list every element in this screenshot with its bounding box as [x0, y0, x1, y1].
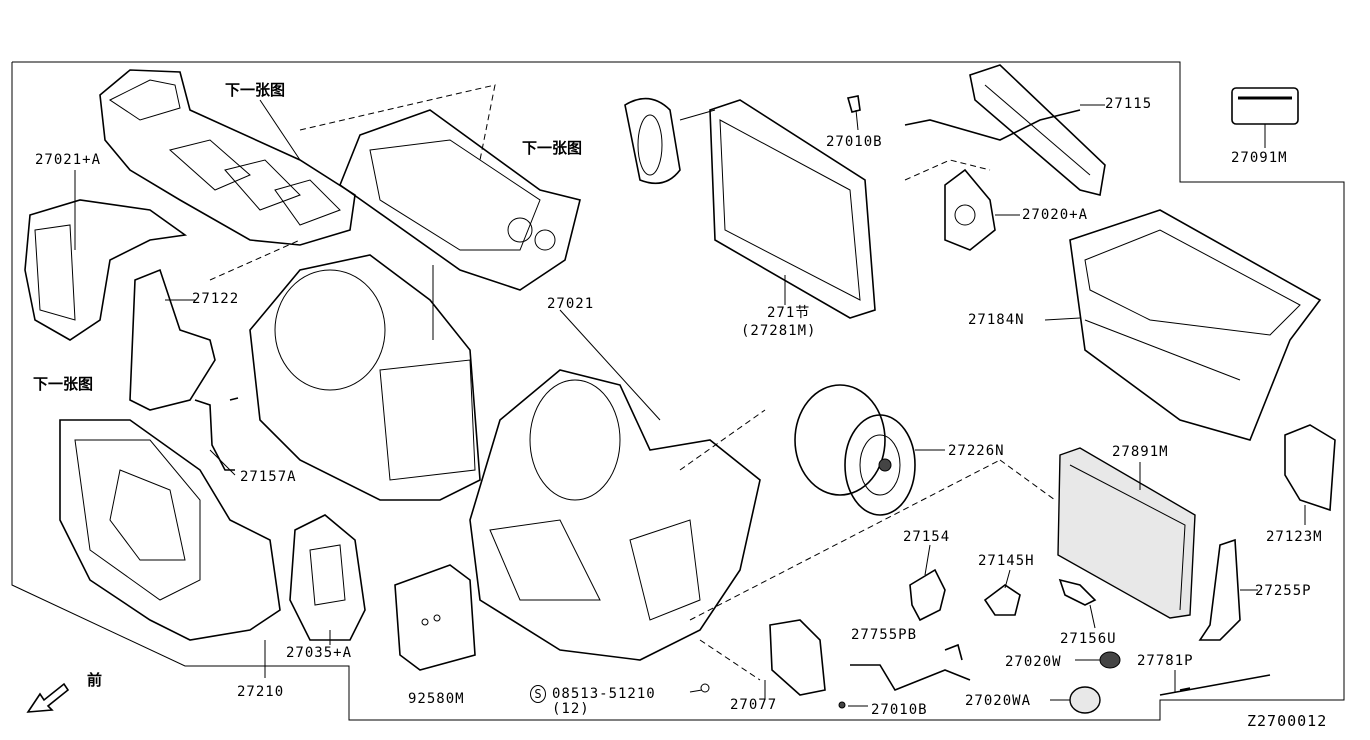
label-27281m: (27281M) [741, 323, 817, 339]
label-27891m: 27891M [1112, 444, 1169, 460]
label-27226n: 27226N [948, 443, 1005, 459]
label-next-page-2: 下一张图 [522, 139, 583, 157]
heater-case-27210 [59, 419, 281, 678]
label-08513-qty: (12) [552, 701, 590, 717]
label-27755pb: 27755PB [851, 627, 918, 643]
label-27020wa: 27020WA [965, 693, 1032, 709]
label-next-page-3: 下一张图 [33, 375, 94, 393]
screw-27010b [846, 95, 861, 113]
lever-27154 [909, 568, 946, 622]
label-27145h: 27145H [978, 553, 1035, 569]
filter-27891m [1057, 447, 1196, 619]
label-27184n: 27184N [968, 312, 1025, 328]
standard-part-symbol: S [530, 685, 546, 703]
bracket-27123m [1284, 424, 1336, 512]
label-27157a: 27157A [240, 469, 297, 485]
label-27122: 27122 [192, 291, 240, 307]
actuator-assembly [339, 109, 581, 291]
label-27210: 27210 [237, 684, 285, 700]
dash-line [299, 84, 496, 161]
evaporator-core [624, 97, 876, 319]
label-27021a: 27021+A [35, 152, 102, 168]
disc-27020w [1099, 651, 1121, 669]
label-27154: 27154 [903, 529, 951, 545]
label-27020a: 27020+A [1022, 207, 1089, 223]
bracket-27255p [1198, 538, 1241, 641]
label-08513: 08513-51210 [552, 686, 656, 702]
label-27091m: 27091M [1231, 150, 1288, 166]
foot-duct [24, 170, 188, 341]
label-27255p: 27255P [1255, 583, 1312, 599]
unit-27184n [1044, 209, 1322, 441]
label-27035a: 27035+A [286, 645, 353, 661]
scroll-housing [249, 254, 481, 501]
label-next-page-1: 下一张图 [225, 81, 286, 99]
label-27021: 27021 [547, 296, 595, 312]
label-92580m: 92580M [408, 691, 465, 707]
link-27156u [1058, 578, 1097, 606]
blower-motor-27226n [794, 384, 945, 516]
lever-27145h [983, 584, 1021, 616]
front-arrow-icon [26, 682, 70, 713]
label-271: 271节 [767, 305, 811, 321]
rod-27755pb [850, 664, 971, 691]
wire-27781p [1159, 674, 1271, 696]
disc-27020wa [1069, 686, 1101, 714]
diagram-id: Z2700012 [1247, 712, 1328, 730]
label-27010b-top: 27010B [826, 134, 883, 150]
motor-actuator-27020a [944, 168, 1020, 251]
main-case-27021 [469, 369, 761, 661]
diagram-frame [11, 61, 1345, 721]
upper-duct-27021a [99, 69, 356, 246]
label-27123m: 27123M [1266, 529, 1323, 545]
screw-27010b-lower [838, 701, 846, 709]
bracket-27077 [769, 619, 826, 696]
front-label: 前 [87, 671, 103, 689]
label-27010b-bottom: 27010B [871, 702, 928, 718]
label-27077: 27077 [730, 697, 778, 713]
dash-line [209, 239, 301, 281]
label-27020w: 27020W [1005, 654, 1062, 670]
label-27156u: 27156U [1060, 631, 1117, 647]
label-plate-27091m [1231, 87, 1299, 148]
heater-core-27115 [904, 64, 1106, 196]
foam-27035a [289, 514, 366, 645]
pad-92580m [394, 564, 476, 671]
pipe-27157a [194, 397, 239, 471]
bracket-27122 [129, 268, 216, 411]
label-27781p: 27781P [1137, 653, 1194, 669]
bolt-08513 [700, 683, 710, 693]
label-27115: 27115 [1105, 96, 1153, 112]
